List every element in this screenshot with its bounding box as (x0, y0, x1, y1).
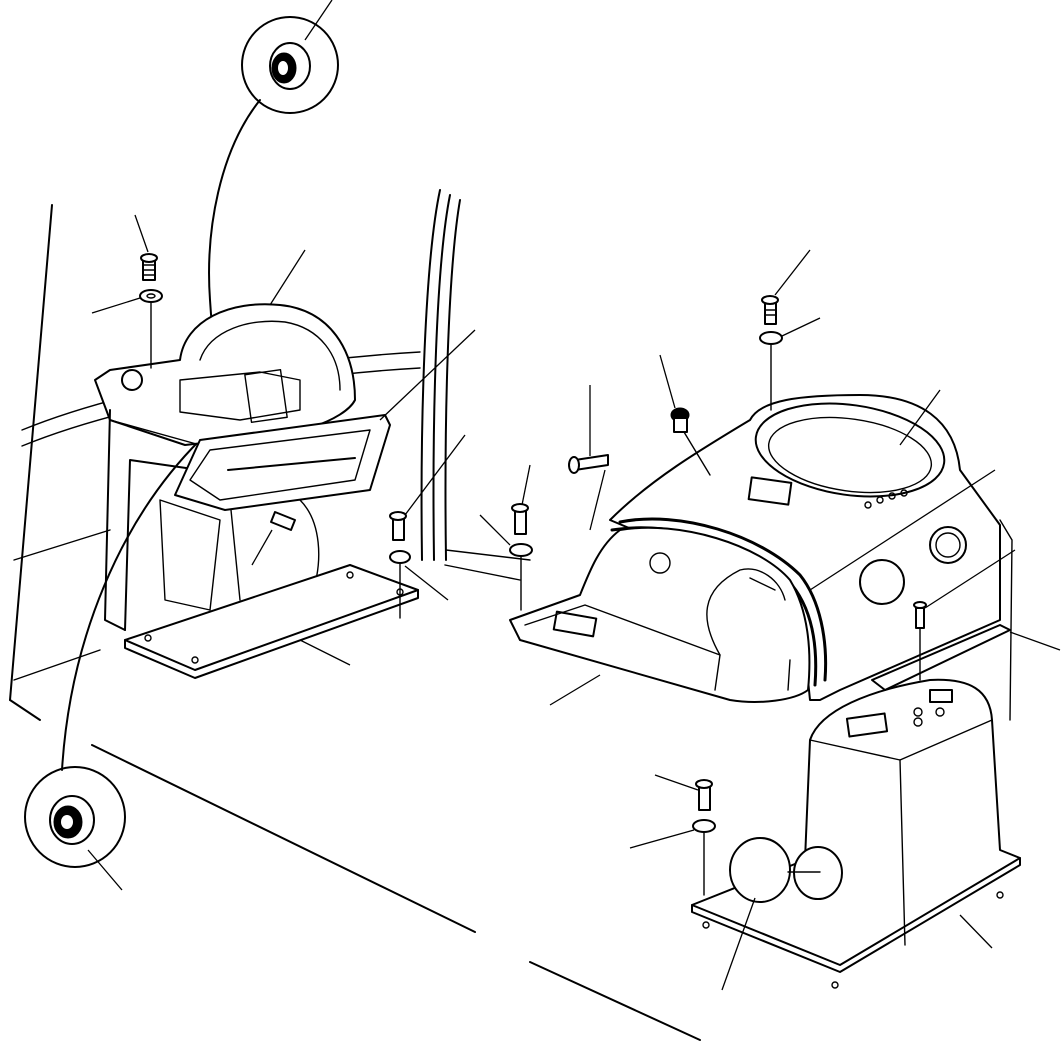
front-dash-tray (509, 526, 811, 706)
left-console-panel (174, 329, 476, 511)
leader-lines (269, 249, 606, 531)
washer (91, 289, 921, 896)
right-side-console (691, 678, 1021, 989)
left-control-console (94, 303, 356, 631)
strip-plate (871, 624, 1061, 691)
left-floor-plate (124, 564, 419, 679)
console-cover-plate (721, 837, 821, 991)
mounting-bolt (134, 214, 1016, 811)
grommet-detail-bottom (24, 399, 263, 891)
knob (659, 354, 711, 476)
cab-frame (9, 189, 1013, 1041)
